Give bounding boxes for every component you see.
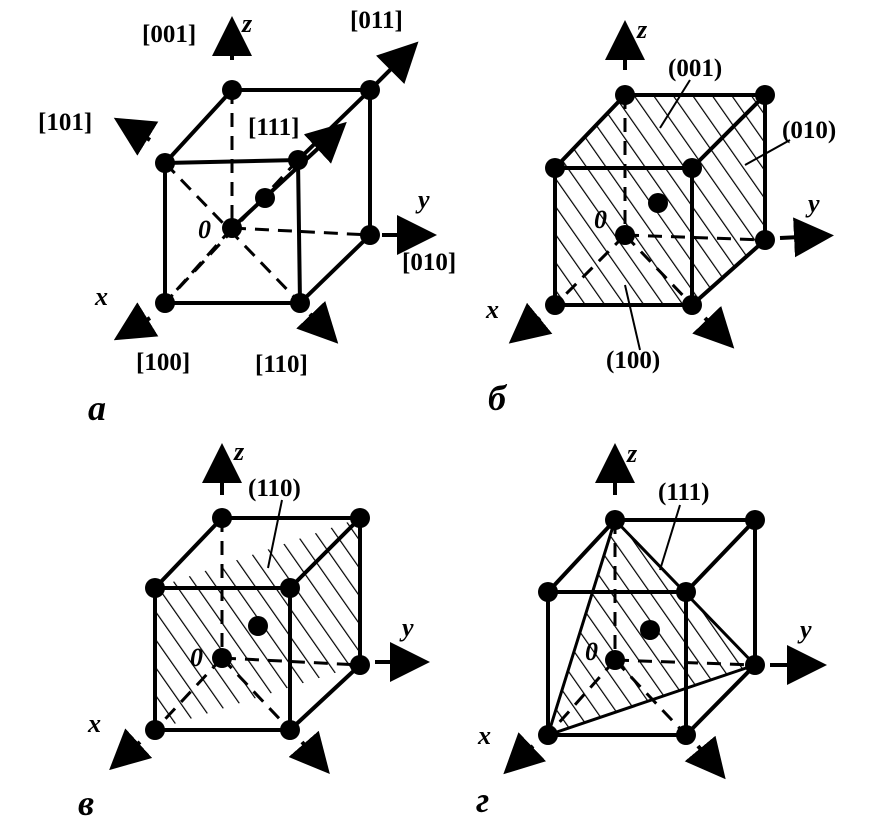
label-dir-101: [101] <box>38 109 92 136</box>
label-plane-001: (001) <box>668 55 722 82</box>
axis-x-label-v: x <box>87 709 101 738</box>
label-dir-111: [111] <box>248 114 299 141</box>
label-dir-100: [100] <box>136 349 190 376</box>
axis-x-label-b: x <box>485 295 499 324</box>
label-dir-110: [110] <box>255 351 308 378</box>
caption-g: г <box>476 780 489 820</box>
label-plane-110: (110) <box>248 475 301 502</box>
panel-b: z (001) (010) 0 y x (100) б <box>485 15 836 418</box>
label-plane-010: (010) <box>782 117 836 144</box>
axis-x-label: x <box>94 282 108 311</box>
axis-y-label-b: y <box>805 189 820 218</box>
axis-y-label: y <box>415 185 430 214</box>
label-dir-011: [011] <box>350 7 403 34</box>
caption-a: а <box>88 388 106 428</box>
label-dir-001: [001] <box>142 21 196 48</box>
axis-z-label-b: z <box>636 15 648 44</box>
panel-g: z (111) 0 y x г <box>476 439 827 820</box>
axis-z-label: z <box>241 9 253 38</box>
label-plane-100: (100) <box>606 347 660 374</box>
origin-label-g: 0 <box>585 637 598 666</box>
panel-a: [001] z [011] [101] [111] 0 y [010] x [1… <box>38 7 456 428</box>
caption-b: б <box>488 378 508 418</box>
panel-v: z (110) 0 y x в <box>78 437 430 823</box>
axis-y-label-g: y <box>797 615 812 644</box>
caption-v: в <box>78 783 94 823</box>
origin-label-v: 0 <box>190 643 203 672</box>
axis-z-label-g: z <box>626 439 638 468</box>
axis-y-label-v: y <box>399 613 414 642</box>
axis-x-label-g: x <box>477 721 491 750</box>
label-dir-010: [010] <box>402 249 456 276</box>
origin-label: 0 <box>198 215 211 244</box>
label-plane-111: (111) <box>658 479 709 506</box>
origin-label-b: 0 <box>594 205 607 234</box>
axis-z-label-v: z <box>233 437 245 466</box>
